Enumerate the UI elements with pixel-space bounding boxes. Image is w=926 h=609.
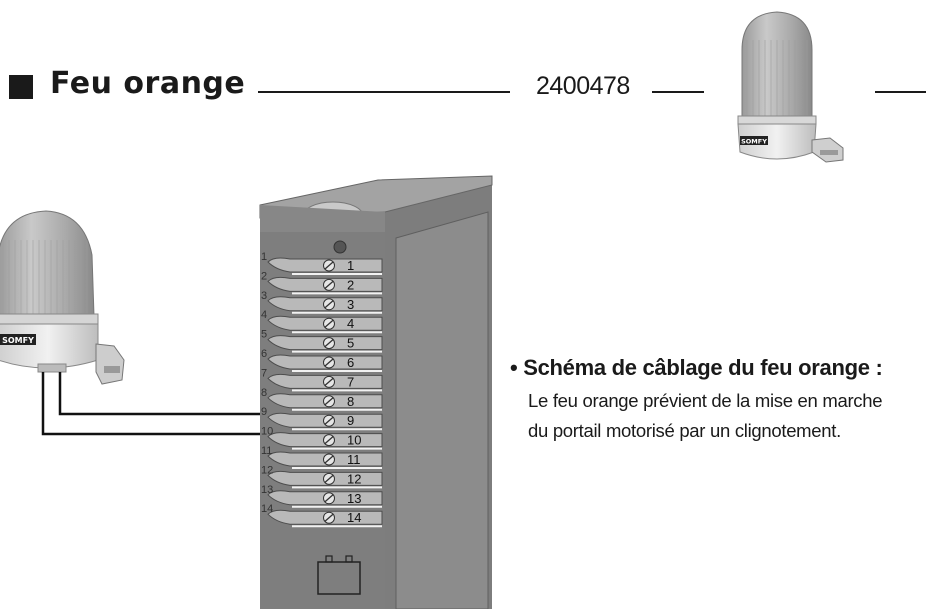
wiring-cables [41, 372, 316, 436]
terminal-screw-slot [324, 280, 334, 289]
terminal-number: 11 [347, 452, 361, 467]
terminal-number: 10 [347, 433, 361, 448]
terminal-number: 3 [347, 297, 354, 312]
terminal-number: 1 [347, 258, 354, 273]
terminal-side-number: 7 [261, 367, 267, 379]
terminal-screw-slot [324, 494, 334, 503]
lamp-brand-plate-large [0, 334, 36, 345]
terminal-side-number: 4 [261, 309, 267, 321]
page-title: Feu orange [50, 66, 246, 101]
terminal-side-number: 14 [261, 503, 273, 515]
lamp-wiring-image: SOMFY [0, 210, 125, 385]
lamp-brand-label-large: SOMFY [2, 336, 34, 345]
terminal-number: 14 [347, 510, 361, 525]
terminal-screw-slot [324, 300, 334, 309]
terminal-screw-slot [324, 436, 334, 445]
title-bullet-square [9, 75, 33, 99]
wiring-caption-body: Le feu orange prévient de la mise en mar… [528, 386, 926, 446]
terminal-number: 12 [347, 471, 361, 486]
terminal-screw-slot [324, 416, 334, 425]
terminal-screw-slot [324, 397, 334, 406]
lamp-brand-label: SOMFY [741, 138, 767, 146]
title-rule-middle [652, 91, 704, 93]
terminal-side-number: 3 [261, 290, 267, 302]
terminal-side-number: 10 [261, 426, 273, 438]
wiring-caption-title: • Schéma de câblage du feu orange : [510, 355, 883, 380]
terminal-screw-slot [324, 377, 334, 386]
terminal-side-number: 2 [261, 270, 267, 282]
title-rule-left [258, 91, 510, 93]
terminal-side-number: 5 [261, 329, 267, 341]
terminal-number: 13 [347, 491, 361, 506]
terminal-side-number: 11 [261, 445, 272, 457]
terminal-screw-slot [324, 513, 334, 522]
terminal-screw-slot [324, 319, 334, 328]
caption-line-2: du portail motorisé par un clignotement. [528, 420, 841, 441]
lamp-brand-plate [740, 136, 768, 145]
terminal-number: 7 [347, 374, 354, 389]
terminal-side-number: 8 [261, 387, 267, 399]
terminal-number: 5 [347, 336, 354, 351]
terminal-side-number: 13 [261, 484, 273, 496]
wire-terminal-8 [58, 372, 316, 416]
title-rule-right [875, 91, 926, 93]
terminal-number: 9 [347, 413, 354, 428]
terminal-side-number: 9 [261, 406, 267, 418]
terminal-screw-slot [324, 339, 334, 348]
terminal-number: 4 [347, 316, 354, 331]
terminal-side-number: 1 [261, 251, 267, 263]
product-reference: 2400478 [536, 72, 630, 100]
terminal-side-number: 12 [261, 464, 273, 476]
terminal-number: 2 [347, 277, 354, 292]
lamp-product-image: SOMFY [737, 11, 844, 163]
terminal-number: 6 [347, 355, 354, 370]
terminal-side-number: 6 [261, 348, 267, 360]
wire-terminal-9 [41, 372, 316, 436]
caption-line-1: Le feu orange prévient de la mise en mar… [528, 390, 883, 411]
terminal-screw-slot [324, 474, 334, 483]
terminal-screw-slot [324, 455, 334, 464]
terminal-screw-slot [324, 358, 334, 367]
terminal-screw-slot [324, 261, 334, 270]
control-box [259, 175, 493, 609]
terminal-number: 8 [347, 394, 354, 409]
